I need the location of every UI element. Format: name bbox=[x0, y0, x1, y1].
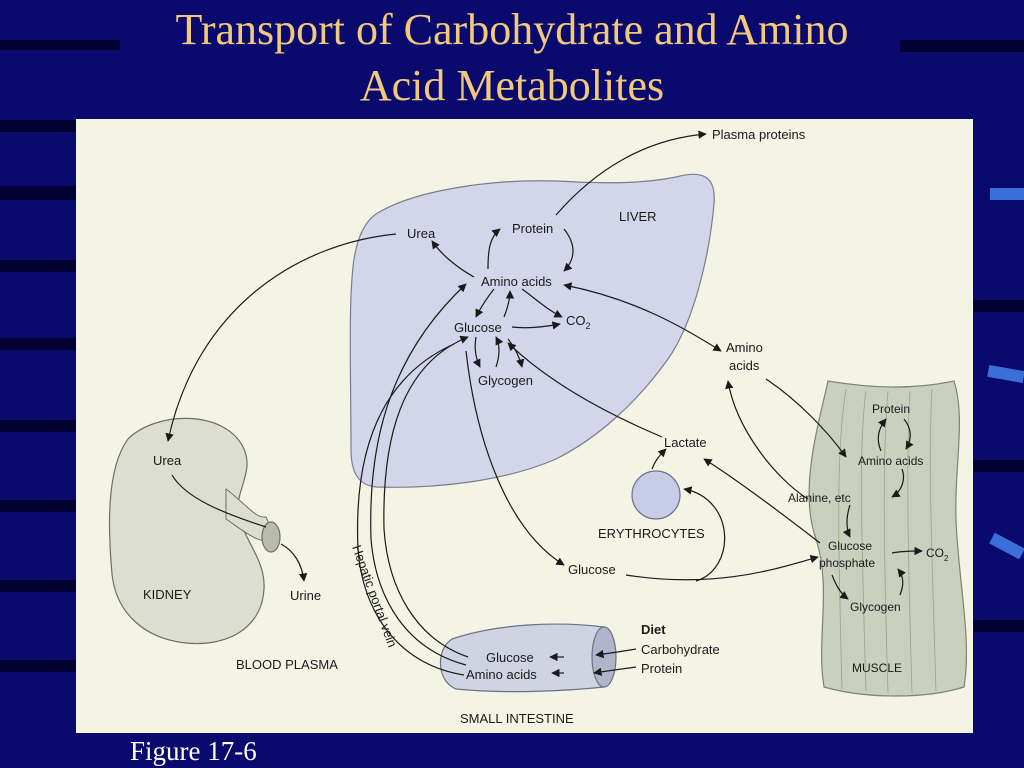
muscle-glycogen: Glycogen bbox=[850, 600, 901, 614]
background-stripe bbox=[0, 338, 76, 350]
background-stripe bbox=[974, 620, 1024, 632]
intestine-glucose-label: Glucose bbox=[486, 650, 534, 665]
muscle-amino-acids: Amino acids bbox=[858, 454, 923, 468]
blood-amino-acids-label-2: acids bbox=[729, 358, 760, 373]
title-line-2: Acid Metabolites bbox=[359, 61, 665, 110]
background-stripe bbox=[0, 260, 76, 272]
background-stripe bbox=[900, 40, 1024, 52]
muscle-co2-sub: 2 bbox=[944, 554, 949, 563]
muscle-fibers bbox=[838, 388, 937, 694]
muscle-co2-text: CO bbox=[926, 546, 944, 560]
liver-glycogen: Glycogen bbox=[478, 373, 533, 388]
slide-title: Transport of Carbohydrate and Amino Acid… bbox=[0, 2, 1024, 114]
kidney-urea-label: Urea bbox=[153, 453, 182, 468]
blood-amino-acids-label-1: Amino bbox=[726, 340, 763, 355]
erythrocyte-cell bbox=[631, 470, 681, 520]
accent-tab bbox=[990, 188, 1024, 200]
intestine-amino-acids-label: Amino acids bbox=[466, 667, 537, 682]
muscle-label: MUSCLE bbox=[852, 661, 902, 675]
background-stripe bbox=[974, 460, 1024, 472]
liver-protein: Protein bbox=[512, 221, 553, 236]
muscle-co2: CO2 bbox=[926, 546, 949, 563]
liver-co2: CO2 bbox=[566, 313, 591, 331]
figure-caption: Figure 17-6 bbox=[130, 736, 257, 766]
muscle-shape bbox=[808, 380, 968, 697]
erythrocytes-label: ERYTHROCYTES bbox=[598, 526, 705, 541]
blood-glucose-label: Glucose bbox=[568, 562, 616, 577]
liver-amino-acids: Amino acids bbox=[481, 274, 552, 289]
background-stripe bbox=[0, 120, 76, 132]
background-stripe bbox=[0, 186, 76, 200]
liver-urea: Urea bbox=[407, 226, 436, 241]
hepatic-portal-vein-label: Hepatic portal vein bbox=[349, 543, 400, 649]
diet-protein: Protein bbox=[641, 661, 682, 676]
plasma-proteins-label: Plasma proteins bbox=[712, 127, 806, 142]
muscle-glucose-phosphate-1: Glucose bbox=[828, 539, 872, 553]
intestine-opening bbox=[591, 626, 617, 688]
muscle-protein: Protein bbox=[872, 402, 910, 416]
title-line-1: Transport of Carbohydrate and Amino bbox=[175, 5, 849, 54]
accent-tab bbox=[989, 532, 1024, 560]
diet-carbohydrate: Carbohydrate bbox=[641, 642, 720, 657]
muscle-alanine: Alanine, etc bbox=[788, 491, 851, 505]
lactate-label: Lactate bbox=[664, 435, 707, 450]
diet-title: Diet bbox=[641, 622, 666, 637]
background-stripe bbox=[0, 40, 120, 50]
blood-plasma-label: BLOOD PLASMA bbox=[236, 657, 338, 672]
small-intestine-label: SMALL INTESTINE bbox=[460, 711, 574, 726]
background-stripe bbox=[974, 300, 1024, 312]
kidney-shape bbox=[108, 417, 265, 645]
background-stripe bbox=[0, 420, 76, 432]
kidney-label: KIDNEY bbox=[143, 587, 192, 602]
liver-glucose: Glucose bbox=[454, 320, 502, 335]
liver-label: LIVER bbox=[619, 209, 657, 224]
liver-co2-sub: 2 bbox=[586, 321, 591, 331]
hepatic-portal-vein-lines bbox=[356, 283, 469, 676]
background-stripe bbox=[0, 660, 76, 672]
urine-label: Urine bbox=[290, 588, 321, 603]
accent-tab bbox=[987, 364, 1024, 384]
small-intestine-shape bbox=[439, 623, 605, 693]
metabolite-transport-diagram: LIVER Urea Protein Amino acids Glucose C… bbox=[108, 127, 968, 726]
liver-co2-text: CO bbox=[566, 313, 586, 328]
background-stripe bbox=[0, 580, 76, 592]
ureter-opening bbox=[261, 521, 281, 553]
figure-panel: LIVER Urea Protein Amino acids Glucose C… bbox=[76, 119, 973, 733]
muscle-glucose-phosphate-2: phosphate bbox=[819, 556, 875, 570]
background-stripe bbox=[0, 500, 76, 512]
